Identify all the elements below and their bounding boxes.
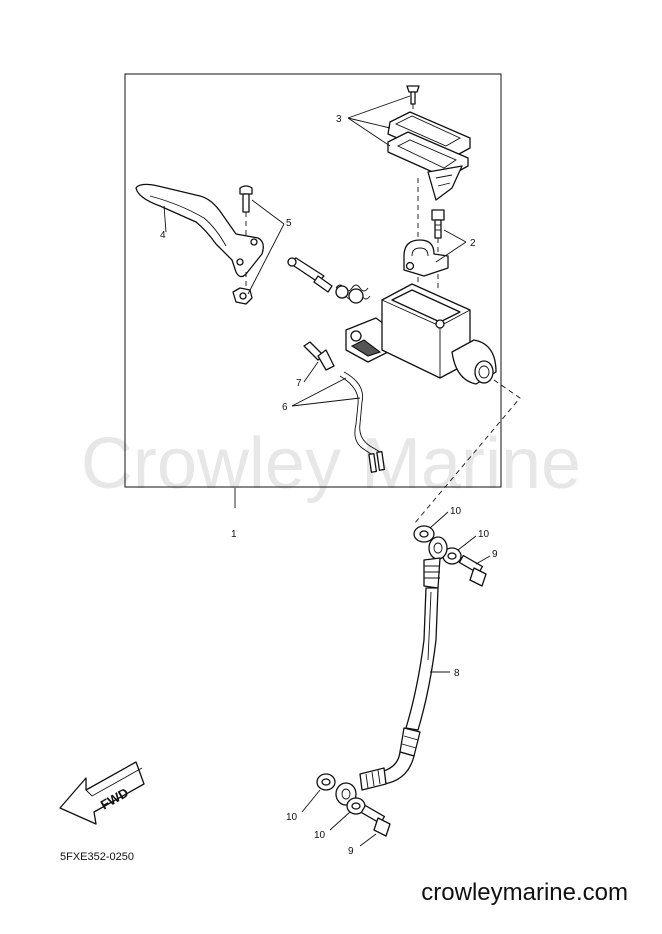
callout-10-lower-left: 10 [286,812,298,823]
callout-3: 3 [336,114,342,125]
brake-lever[interactable] [135,183,264,278]
lower-union-bolt[interactable] [360,804,391,837]
callout-10-upper-right: 10 [478,529,490,540]
lever-pivot-bolt[interactable] [232,185,253,305]
callout-6: 6 [282,402,288,413]
upper-washer[interactable] [413,525,435,543]
lower-washer[interactable] [316,773,336,791]
callout-9-upper: 9 [492,549,498,560]
callout-2: 2 [470,238,476,249]
holder-clamp-group[interactable] [403,209,449,292]
callout-10-upper-left: 10 [450,506,462,517]
callout-8: 8 [454,668,460,679]
leader-lines [163,95,491,847]
callout-10-lower-right: 10 [314,830,326,841]
piston-assembly[interactable] [287,257,371,304]
master-cylinder-body[interactable] [234,283,497,508]
callout-5: 5 [286,218,292,229]
drawing-code: 5FXE352-0250 [60,851,134,863]
website-url: crowleymarine.com [421,879,628,906]
assembly-frame [124,73,502,488]
fwd-arrow-icon: FWD [59,761,145,825]
callout-1: 1 [231,529,237,540]
brake-switch-group[interactable] [303,341,386,473]
upper-union-bolt[interactable] [458,554,487,587]
brake-hose[interactable] [335,536,448,806]
lower-washer-2[interactable] [346,797,366,815]
callout-7: 7 [296,378,302,389]
watermark: Crowley Marine [81,424,581,504]
alignment-line [413,379,521,525]
callout-4: 4 [160,230,166,241]
callout-9-lower: 9 [348,846,354,857]
reservoir-cap-group[interactable] [387,85,471,290]
